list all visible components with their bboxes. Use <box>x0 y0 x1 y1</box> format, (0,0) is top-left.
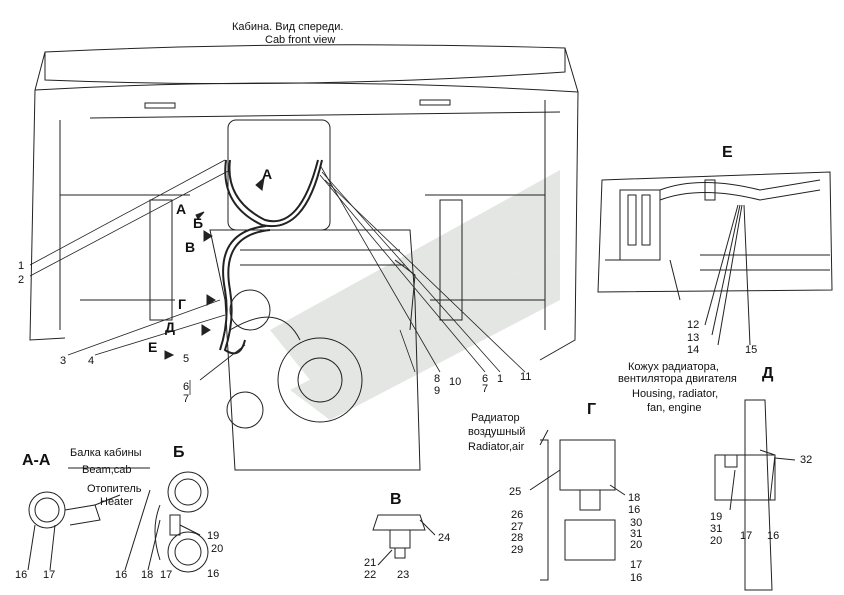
g-callout-16a: 16 <box>628 504 641 516</box>
view-d-detail <box>714 399 796 591</box>
g-callout-17: 17 <box>630 559 643 571</box>
title-en: Cab front view <box>265 34 336 46</box>
title-ru: Кабина. Вид спереди. <box>232 21 344 33</box>
d-callout-19: 19 <box>710 511 723 523</box>
callout-10: 10 <box>449 376 462 388</box>
aa-callout-16: 16 <box>15 569 28 581</box>
g-callout-25: 25 <box>509 486 522 498</box>
arrow-v-label: В <box>185 239 196 255</box>
g-callout-18: 18 <box>628 492 641 504</box>
arrow-b-label: Б <box>193 215 204 231</box>
view-e-title: Е <box>722 144 733 161</box>
view-v-detail <box>372 514 436 566</box>
engine-block <box>209 119 421 471</box>
view-aa-detail <box>27 467 150 571</box>
b-callout-16b: 16 <box>207 568 220 580</box>
view-b-detail <box>124 471 209 573</box>
callout-11: 11 <box>520 371 532 383</box>
housing-ru-1: Кожух радиатора, <box>628 361 719 373</box>
arrow-g-label: Г <box>178 296 186 312</box>
view-g-title: Г <box>587 401 597 418</box>
d-callout-17: 17 <box>740 530 753 542</box>
d-callout-32: 32 <box>800 454 813 466</box>
callout-8: 8 <box>434 373 441 385</box>
beam-en: Beam,cab <box>82 464 132 476</box>
v-callout-21: 21 <box>364 557 377 569</box>
arrow-a-label: А <box>262 166 273 182</box>
d-callout-31: 31 <box>710 523 723 535</box>
callout-15: 15 <box>745 344 758 356</box>
d-callout-16: 16 <box>767 530 780 542</box>
g-callout-30: 30 <box>630 517 643 529</box>
g-callout-29: 29 <box>511 544 524 556</box>
callout-5: 5 <box>183 353 190 365</box>
b-callout-18: 18 <box>141 569 154 581</box>
view-arrows <box>164 176 265 360</box>
housing-en-1: Housing, radiator, <box>632 388 719 400</box>
housing-ru-2: вентилятора двигателя <box>618 373 737 385</box>
g-callout-16b: 16 <box>630 572 643 584</box>
v-callout-24: 24 <box>438 532 451 544</box>
view-e-detail <box>597 171 833 346</box>
radiator-ru-2: воздушный <box>468 426 526 438</box>
g-callout-28: 28 <box>511 532 524 544</box>
callout-2: 2 <box>18 274 25 286</box>
cab-outline <box>29 44 579 361</box>
heater-en: Heater <box>100 496 134 508</box>
callout-6b: 6 <box>482 373 489 385</box>
radiator-ru-1: Радиатор <box>471 412 520 424</box>
g-callout-20: 20 <box>630 539 643 551</box>
g-callout-31: 31 <box>630 528 643 540</box>
b-callout-16a: 16 <box>115 569 128 581</box>
heater-hoses <box>219 159 323 355</box>
beam-ru: Балка кабины <box>70 447 142 459</box>
v-callout-22: 22 <box>364 569 377 581</box>
g-callout-27: 27 <box>511 521 524 533</box>
callout-9: 9 <box>434 385 441 397</box>
g-callout-26: 26 <box>511 509 524 521</box>
housing-en-2: fan, engine <box>647 402 702 414</box>
callout-13: 13 <box>687 332 700 344</box>
callout-1: 1 <box>18 260 25 272</box>
callout-1b: 1 <box>497 373 504 385</box>
callout-3: 3 <box>60 355 67 367</box>
view-v-title: В <box>390 491 402 508</box>
callout-12: 12 <box>687 319 700 331</box>
callout-14: 14 <box>687 344 700 356</box>
view-g-detail <box>529 429 626 581</box>
v-callout-23: 23 <box>397 569 410 581</box>
callout-7b: 7 <box>482 383 489 395</box>
view-aa-title: А-А <box>22 452 51 469</box>
d-callout-20: 20 <box>710 535 723 547</box>
aa-callout-17: 17 <box>43 569 56 581</box>
leader-lines-main <box>29 159 526 395</box>
arrow-d-label: Д <box>165 319 175 335</box>
view-d-title: Д <box>762 365 774 382</box>
callout-4: 4 <box>88 355 95 367</box>
arrow-a2-label: А <box>176 201 187 217</box>
b-callout-17: 17 <box>160 569 173 581</box>
b-callout-20: 20 <box>211 543 224 555</box>
radiator-en: Radiator,air <box>468 441 525 453</box>
arrow-e-label: Е <box>148 339 158 355</box>
callout-6: 6 <box>183 381 190 393</box>
callout-7: 7 <box>183 393 190 405</box>
b-callout-19: 19 <box>207 530 220 542</box>
heater-ru: Отопитель <box>87 483 142 495</box>
view-b-title: Б <box>173 444 185 461</box>
